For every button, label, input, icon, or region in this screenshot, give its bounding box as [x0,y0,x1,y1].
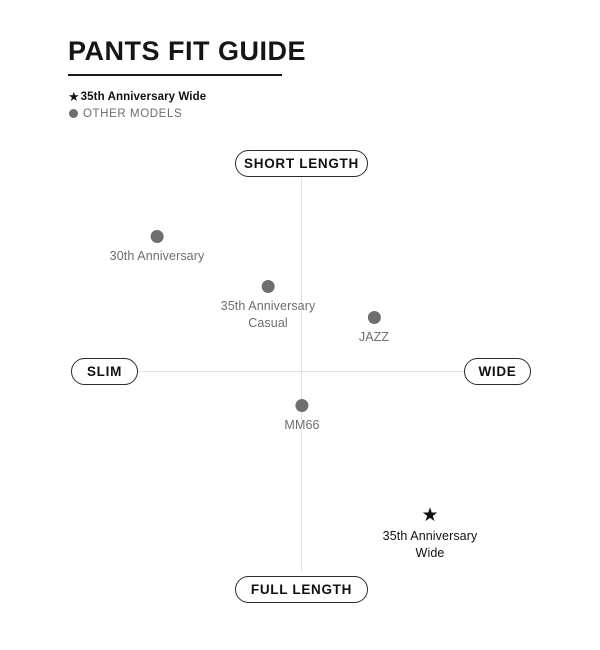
data-point: 30th Anniversary [110,230,205,265]
data-point-label: MM66 [284,418,320,432]
page-title: PANTS FIT GUIDE [68,36,307,66]
legend-item-label: 35th Anniversary Wide [80,90,207,103]
title-underline-divider [68,74,282,76]
axis-label-short-length: SHORT LENGTH [235,150,368,177]
axis-label-slim: SLIM [71,358,138,385]
axis-line-horizontal [138,371,464,372]
axis-label-wide: WIDE [464,358,531,385]
legend-item-anniversary-wide: ★ 35th Anniversary Wide [68,89,298,104]
data-point-label: 30th Anniversary [109,249,205,263]
axis-line-vertical [301,178,302,572]
star-icon: ★ [68,89,80,104]
star-icon: ★ [421,505,439,526]
dot-icon [150,230,164,243]
data-point-label: JAZZ [358,330,390,344]
data-point: MM66 [284,399,319,434]
dot-icon [295,399,309,412]
dot-icon [69,109,78,118]
axis-label-full-length: FULL LENGTH [235,576,368,603]
dot-icon [367,311,381,324]
data-point: JAZZ [359,311,389,346]
chart-legend: ★ 35th Anniversary Wide OTHER MODELS [68,89,298,123]
legend-item-label: OTHER MODELS [83,107,183,120]
dot-icon [261,280,275,293]
legend-item-other-models: OTHER MODELS [68,106,298,121]
